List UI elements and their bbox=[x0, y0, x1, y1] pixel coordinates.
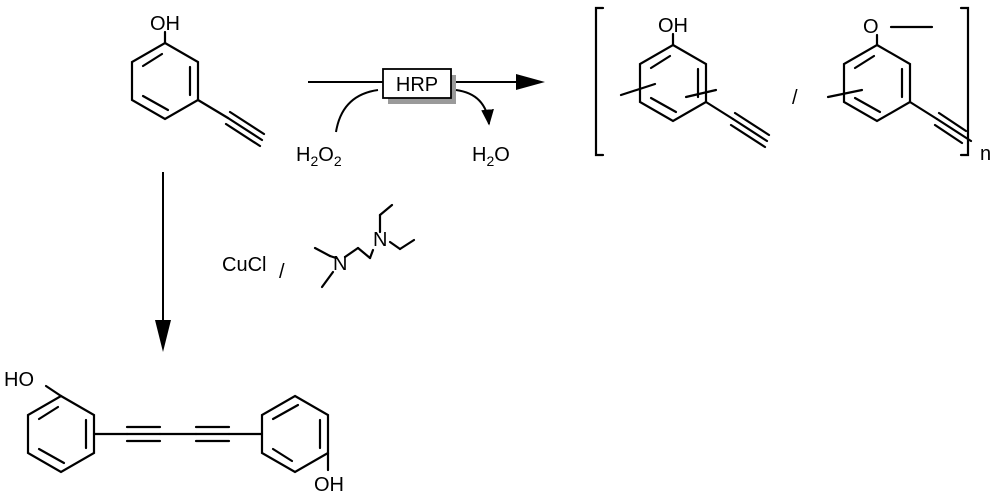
reactant-benzene-ring bbox=[130, 41, 200, 121]
enzymatic-reaction-arrow: HRP H2O2 H2O bbox=[296, 68, 545, 169]
ligand-n2-label: N bbox=[373, 229, 387, 251]
polymer-unit1-linkage-left bbox=[619, 82, 657, 97]
product-oh-left-label: HO bbox=[4, 369, 34, 391]
product-diyne-chain bbox=[92, 425, 264, 443]
reactant-3-ethynylphenol: OH bbox=[130, 13, 266, 148]
polymer-unit2-o-label: O bbox=[863, 16, 879, 38]
coupling-reaction-arrow: CuCl / bbox=[155, 172, 285, 352]
catalyst-label: HRP bbox=[396, 74, 438, 96]
polymer-unit2-linkage-left bbox=[826, 88, 864, 99]
polymer-unit-phenol: OH bbox=[619, 15, 771, 149]
coupling-arrow-head bbox=[155, 320, 171, 352]
ligand-n1-label: N bbox=[333, 253, 347, 275]
polymer-right-bracket bbox=[959, 6, 970, 157]
polymer-repeat-n: n bbox=[980, 143, 991, 165]
coupling-separator: / bbox=[279, 261, 285, 283]
polymer-unit-separator: / bbox=[792, 87, 798, 109]
diyne-product: HO OH bbox=[4, 369, 344, 496]
byproduct-label: H2O bbox=[472, 144, 510, 169]
polymer-unit-ether: O bbox=[826, 16, 973, 145]
product-left-oh-bond bbox=[44, 384, 63, 398]
reactant-ethynyl-group bbox=[196, 98, 266, 148]
polymer-unit1-oh-label: OH bbox=[658, 15, 688, 37]
coupling-reagent-label: CuCl bbox=[222, 254, 266, 276]
polymer-unit1-linkage-right bbox=[684, 88, 718, 99]
polymer-unit2-ethynyl bbox=[908, 100, 973, 145]
oxidant-curve bbox=[335, 89, 379, 133]
polymer-unit1-ethynyl bbox=[704, 100, 771, 149]
polymer-left-bracket bbox=[594, 6, 605, 157]
teeda-ligand: N N bbox=[313, 203, 416, 289]
product-right-ring bbox=[260, 394, 330, 474]
reactant-oh-label: OH bbox=[150, 13, 180, 35]
polymer-product: n OH / bbox=[594, 6, 991, 165]
arrow-head bbox=[516, 74, 545, 90]
catalyst-box bbox=[382, 68, 452, 99]
oxidant-label: H2O2 bbox=[296, 144, 342, 169]
product-left-ring bbox=[26, 394, 96, 474]
product-oh-right-label: OH bbox=[314, 474, 344, 496]
byproduct-curve bbox=[455, 89, 494, 126]
